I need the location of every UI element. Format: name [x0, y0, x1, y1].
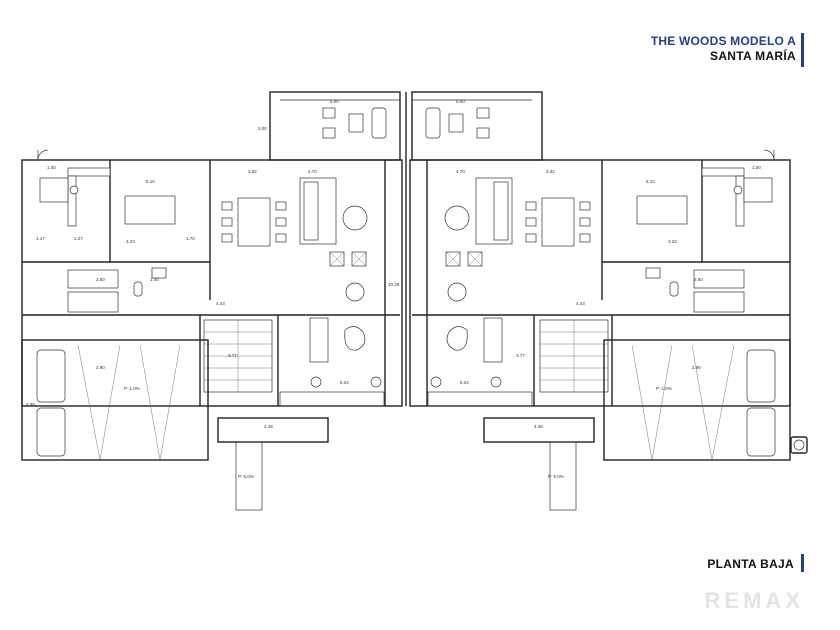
slope-walk-left: P: 5.0%	[238, 474, 254, 479]
dim-depth-left: 4.80	[26, 402, 35, 407]
dim-stair-right: 3.77	[516, 353, 525, 358]
dim-d2-left: 1.70	[186, 236, 195, 241]
plan-level-label: PLANTA BAJA	[707, 557, 794, 571]
dim-living-left: 4.70	[308, 169, 317, 174]
title-accent-bar	[801, 33, 804, 67]
dim-patio-right: 5.34	[460, 380, 469, 385]
unit-right	[409, 91, 791, 511]
dim-kitchen-left: 5.10	[146, 179, 155, 184]
dim-living-right: 4.70	[456, 169, 465, 174]
project-location: SANTA MARÍA	[710, 49, 796, 63]
watermark: REMAX	[704, 588, 804, 613]
slope-garage-left: P: 1.0%	[124, 386, 140, 391]
dim-bath-left: 2.50	[96, 277, 105, 282]
dim-patio-left: 5.34	[340, 380, 349, 385]
slope-garage-right: P: 1.0%	[656, 386, 672, 391]
dim-width-left: 4.43	[216, 301, 225, 306]
dim-walk-left: 4.48	[264, 424, 273, 429]
dim-d1-left: 1.27	[74, 236, 83, 241]
dim-terrace-right: 5.00	[456, 99, 465, 104]
project-title: THE WOODS MODELO A	[650, 34, 796, 48]
dim-width-right: 4.43	[576, 301, 585, 306]
dim-bath-right: 2.50	[694, 277, 703, 282]
dim-d4-left: 1.40	[150, 277, 159, 282]
dim-d5-left: 10.29	[388, 282, 400, 287]
unit-left	[21, 91, 403, 511]
plan-label-accent-bar	[801, 554, 804, 572]
dim-stair-left: 3.77	[228, 353, 237, 358]
dim-side-left: 3.00	[258, 126, 267, 131]
dim-dining-right: 3.32	[546, 169, 555, 174]
compass-icon	[790, 436, 808, 454]
dim-hall-left: 3.23	[126, 239, 135, 244]
dim-terrace-left: 5.00	[330, 99, 339, 104]
dim-entry-right: 1.00	[752, 165, 761, 170]
dim-garage-left: 2.90	[96, 365, 105, 370]
dim-d3-left: 1.17	[36, 236, 45, 241]
dim-kitchen-right: 5.10	[646, 179, 655, 184]
slope-walk-right: P: 5.0%	[548, 474, 564, 479]
dim-entry-left: 1.00	[47, 165, 56, 170]
title-block: THE WOODS MODELO A SANTA MARÍA	[651, 34, 796, 64]
dim-garage-right: 2.90	[692, 365, 701, 370]
dim-dining-left: 3.32	[248, 169, 257, 174]
dim-walk-right: 4.48	[534, 424, 543, 429]
dim-hall-right: 3.23	[668, 239, 677, 244]
